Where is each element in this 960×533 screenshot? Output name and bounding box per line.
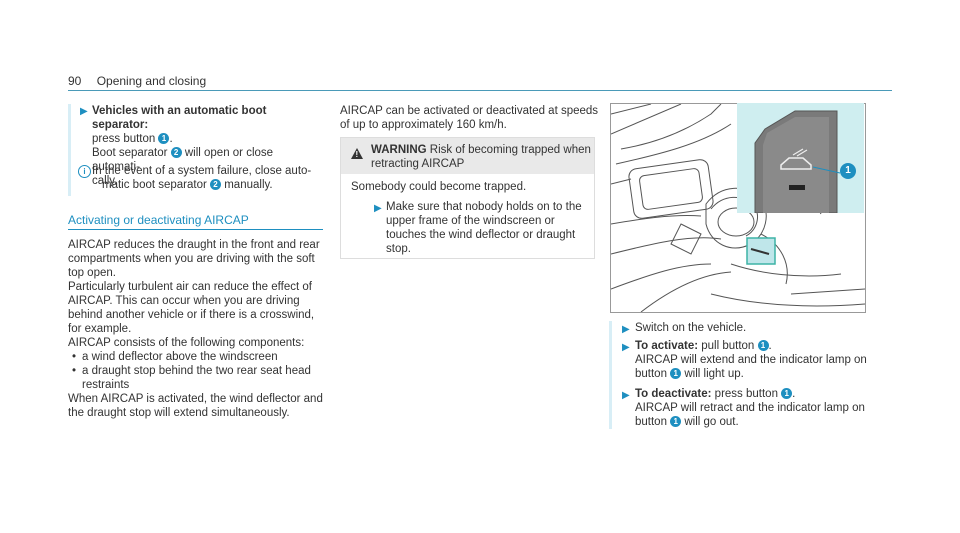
- info-text: manually.: [221, 179, 273, 191]
- text-line: touches the wind deflector or draught: [386, 229, 576, 241]
- step-label: To deactivate:: [635, 388, 712, 400]
- text-line: AIRCAP can be activated or deactivated a…: [340, 105, 599, 117]
- text-line: AIRCAP. This can occur when you are driv…: [68, 295, 300, 307]
- callout-number: 1: [757, 340, 769, 351]
- activate-step: To activate: pull button 1. AIRCAP will …: [635, 339, 875, 381]
- text-line: When AIRCAP is activated, the wind defle…: [68, 393, 323, 405]
- deactivate-step: To deactivate: press button 1. AIRCAP wi…: [635, 387, 875, 429]
- aircap-description: AIRCAP reduces the draught in the front …: [68, 238, 326, 420]
- step-arrow-icon: ▶: [374, 203, 382, 214]
- text-line: stop.: [386, 243, 411, 255]
- warning-title-text: retracting AIRCAP: [371, 158, 465, 170]
- component-list: a wind deflector above the windscreen a …: [68, 350, 326, 392]
- page-title: Opening and closing: [96, 74, 207, 88]
- warning-header: ! WARNING Risk of becoming trapped when …: [341, 138, 594, 174]
- step-line: press button 1.: [92, 132, 322, 146]
- step-line: cally.: [92, 175, 118, 187]
- page-header: 90 Opening and closing: [68, 74, 206, 88]
- list-item-text: a draught stop behind the two rear seat …: [82, 365, 311, 377]
- step-text: .: [768, 340, 772, 352]
- step-line: Boot separator 2 will open or close auto…: [92, 146, 322, 174]
- step-text: AIRCAP will extend and the indicator lam…: [635, 354, 867, 366]
- text-line: upper frame of the windscreen or: [386, 215, 555, 227]
- step-bar: [68, 104, 71, 196]
- step-bar: [609, 321, 612, 429]
- info-text: matic boot separator: [102, 179, 211, 191]
- button-closeup-drawing: [754, 110, 841, 214]
- text-line: Particularly turbulent air can reduce th…: [68, 281, 312, 293]
- paragraph: AIRCAP reduces the draught in the front …: [68, 238, 326, 280]
- info-line: In the event of a system failure, close …: [92, 165, 312, 177]
- warning-triangle-icon: [351, 148, 363, 159]
- callout-number: 2: [170, 147, 182, 158]
- text-line: the draught stop will extend simultaneou…: [68, 407, 290, 419]
- step-heading: Vehicles with an automatic boot separato…: [92, 105, 267, 131]
- callout-number: 1: [670, 368, 682, 379]
- warning-title: WARNING Risk of becoming trapped when re…: [371, 143, 591, 171]
- step-text: button: [635, 416, 671, 428]
- text-line: for example.: [68, 323, 132, 335]
- callout-number: 1: [670, 416, 682, 427]
- text-line: compartments when you are driving with t…: [68, 253, 315, 265]
- page-number: 90: [68, 74, 82, 88]
- header-rule: [68, 90, 892, 91]
- step-text: .: [792, 388, 796, 400]
- paragraph: When AIRCAP is activated, the wind defle…: [68, 392, 326, 420]
- warning-body: Somebody could become trapped.: [351, 181, 527, 193]
- warning-exclamation-icon: !: [355, 150, 359, 159]
- button-closeup-inset: 1: [737, 103, 864, 214]
- paragraph: Particularly turbulent air can reduce th…: [68, 280, 326, 336]
- text-line: of up to approximately 160 km/h.: [340, 119, 507, 131]
- step-text: Boot separator: [92, 147, 171, 159]
- callout-number: 1: [158, 133, 170, 144]
- speed-note: AIRCAP can be activated or deactivated a…: [340, 104, 600, 132]
- section-title: Activating or deactivating AIRCAP: [68, 213, 249, 227]
- step-text: will light up.: [681, 368, 744, 380]
- callout-number: 1: [781, 388, 793, 399]
- text-line: behind another vehicle or if there is a …: [68, 309, 315, 321]
- step-text: press button: [92, 133, 159, 145]
- switch-on-step: Switch on the vehicle.: [635, 322, 747, 334]
- text-line: Make sure that nobody holds on to the: [386, 201, 582, 213]
- list-item: a draught stop behind the two rear seat …: [68, 364, 326, 392]
- warning-label: WARNING: [371, 144, 427, 156]
- aircap-icon[interactable]: [780, 157, 812, 170]
- step-text: will go out.: [681, 416, 739, 428]
- callout-number: 2: [210, 179, 222, 190]
- info-line: matic boot separator 2 manually.: [92, 178, 322, 192]
- list-item: a wind deflector above the windscreen: [68, 350, 326, 364]
- text-line: AIRCAP consists of the following compone…: [68, 337, 305, 349]
- section-rule: [68, 229, 323, 230]
- step-label: To activate:: [635, 340, 699, 352]
- step-text: button: [635, 368, 671, 380]
- step-arrow-icon: ▶: [622, 342, 630, 353]
- step-text: AIRCAP will retract and the indicator la…: [635, 402, 865, 414]
- info-note: In the event of a system failure, close …: [92, 164, 322, 192]
- step-text: .: [169, 133, 173, 145]
- warning-box: ! WARNING Risk of becoming trapped when …: [340, 137, 595, 259]
- step-text: press button: [711, 388, 782, 400]
- step-text: will open or close automati-: [92, 147, 274, 173]
- step-text: pull button: [698, 340, 758, 352]
- step-arrow-icon: ▶: [80, 106, 88, 117]
- list-item-text: restraints: [82, 379, 130, 391]
- warning-title-text: Risk of becoming trapped when: [426, 144, 591, 156]
- callout-number: 1: [840, 163, 856, 179]
- boot-separator-step: Vehicles with an automatic boot separato…: [92, 104, 322, 188]
- info-icon: i: [78, 165, 91, 178]
- console-drawing: [611, 104, 865, 312]
- text-line: top open.: [68, 267, 116, 279]
- warning-action: Make sure that nobody holds on to the up…: [386, 200, 586, 256]
- step-arrow-icon: ▶: [622, 390, 630, 401]
- text-line: AIRCAP reduces the draught in the front …: [68, 239, 320, 251]
- step-arrow-icon: ▶: [622, 324, 630, 335]
